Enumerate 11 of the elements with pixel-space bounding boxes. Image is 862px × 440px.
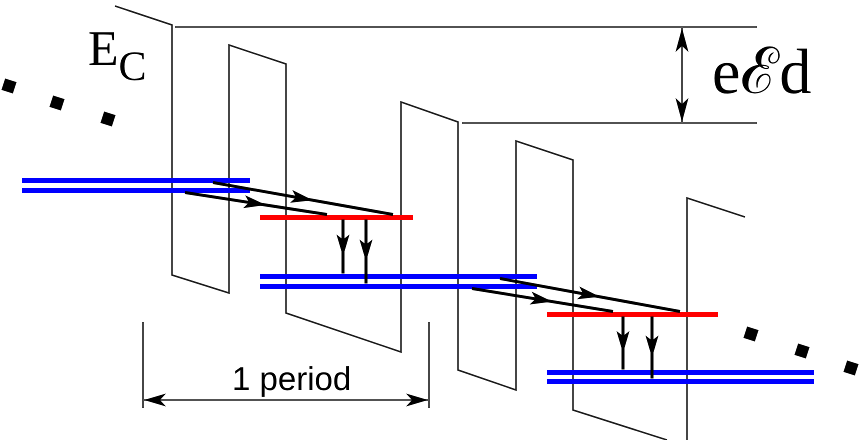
arrow bbox=[336, 220, 350, 274]
arrow bbox=[360, 220, 372, 284]
dimension-label: 1 period bbox=[232, 362, 352, 395]
arrow bbox=[616, 316, 630, 370]
dimension-label: eℰd bbox=[712, 40, 812, 104]
arrow bbox=[472, 287, 614, 313]
arrow bbox=[646, 316, 658, 378]
arrow bbox=[500, 277, 680, 313]
band-edge-label: E$_{C}$ bbox=[88, 23, 147, 88]
arrow bbox=[212, 181, 394, 216]
arrow bbox=[184, 191, 328, 216]
